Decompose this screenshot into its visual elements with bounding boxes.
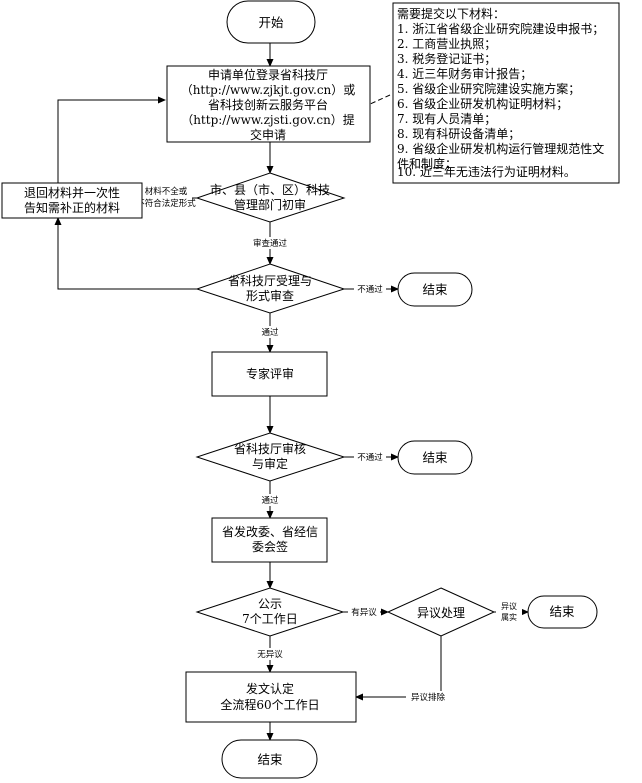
edge-accept-to-return — [54, 217, 197, 290]
joint-sign-line-1: 省发改委、省经信 — [222, 524, 318, 539]
edge-label-no-objection: 无异议 — [257, 650, 283, 660]
publicity-line-1: 公示 — [258, 597, 282, 611]
return-materials-node: 退回材料并一次性 告知需补正的材料 — [1, 182, 143, 219]
audit-line-2: 与审定 — [252, 456, 288, 471]
materials-item-9b: 件和制度； — [397, 156, 457, 171]
publicity-line-2: 7个工作日 — [242, 612, 298, 626]
joint-sign-node: 省发改委、省经信 委会签 — [211, 517, 328, 563]
start-node: 开始 — [226, 0, 316, 44]
local-review-line-1: 市、县（市、区）科技 — [210, 182, 330, 197]
edge-label-objection-true-line2: 属实 — [501, 612, 517, 622]
apply-line-1: 申请单位登录省科技厅 — [208, 67, 328, 82]
local-review-line-2: 管理部门初审 — [234, 197, 306, 212]
apply-line-2: （http://www.zjkjt.gov.cn）或 — [181, 83, 356, 97]
publicity-decision: 公示 7个工作日 — [195, 587, 345, 637]
end-label-3: 结束 — [549, 604, 575, 619]
accept-line-2: 形式审查 — [246, 288, 294, 303]
expert-review-label: 专家评审 — [246, 366, 294, 381]
return-line-2: 告知需补正的材料 — [24, 200, 120, 215]
edge-label-incomplete-line2: 不符合法定形式 — [136, 198, 196, 209]
end-node-1: 结束 — [397, 272, 473, 307]
edge-label-objection-cleared: 异议排除 — [411, 692, 446, 703]
materials-item-9a: 9. 省级企业研发机构运行管理规范性文 — [397, 141, 604, 156]
expert-review-node: 专家评审 — [211, 351, 328, 397]
apply-line-4: （http://www.zjsti.gov.cn）提 — [181, 112, 355, 127]
edge-label-incomplete-line1: 材料不全或 — [145, 186, 188, 197]
joint-sign-line-2: 委会签 — [252, 539, 288, 554]
return-line-1: 退回材料并一次性 — [24, 186, 120, 200]
edge-label-review-passed: 审查通过 — [253, 238, 288, 249]
edge-label-passed-2: 通过 — [261, 495, 279, 506]
materials-title: 需要提交以下材料： — [397, 6, 505, 21]
materials-note: 需要提交以下材料： 1. 浙江省省级企业研究院建设申报书； 2. 工商营业执照；… — [392, 2, 620, 184]
materials-item-7: 7. 现有人员清单； — [397, 112, 496, 126]
materials-item-4: 4. 近三年财务审计报告； — [397, 66, 532, 81]
apply-line-5: 交申请 — [250, 127, 286, 142]
apply-node: 申请单位登录省科技厅 （http://www.zjkjt.gov.cn）或 省科… — [166, 65, 371, 143]
edge-label-objection-true-line1: 异议 — [501, 602, 517, 611]
local-review-decision: 市、县（市、区）科技 管理部门初审 — [195, 172, 346, 223]
materials-item-3: 3. 税务登记证书； — [397, 51, 496, 66]
end-node-3: 结束 — [527, 595, 598, 629]
edge-label-passed-1: 通过 — [261, 327, 279, 338]
province-audit-decision: 省科技厅审核 与审定 — [195, 432, 346, 482]
materials-item-8: 8. 现有科研设备清单； — [397, 127, 520, 141]
end-node-2: 结束 — [397, 440, 473, 475]
materials-item-5: 5. 省级企业研究院建设实施方案； — [397, 81, 580, 96]
accept-line-1: 省科技厅受理与 — [228, 274, 312, 288]
materials-item-10: 10. 近三年无违法行为证明材料。 — [397, 165, 576, 179]
edge-return-to-apply — [57, 96, 166, 183]
final-node: 发文认定 全流程60个工作日 — [185, 671, 357, 723]
materials-item-2: 2. 工商营业执照； — [397, 36, 496, 51]
end-node-4: 结束 — [221, 739, 318, 779]
edge-objection-to-final — [355, 636, 442, 701]
materials-item-6: 6. 省级企业研发机构证明材料； — [397, 96, 568, 111]
end-label-2: 结束 — [422, 450, 448, 465]
end-label-1: 结束 — [422, 282, 448, 297]
materials-item-1: 1. 浙江省省级企业研究院建设申报书； — [397, 21, 604, 36]
final-line-2: 全流程60个工作日 — [220, 697, 319, 712]
start-label: 开始 — [258, 15, 284, 30]
end-label-4: 结束 — [257, 752, 283, 767]
edge-labels: 材料不全或 不符合法定形式 审查通过 不通过 通过 不通过 通过 有异议 异议 … — [136, 186, 522, 703]
objection-decision: 异议处理 — [386, 587, 496, 637]
edge-label-has-objection: 有异议 — [351, 607, 377, 618]
materials-callout-line — [367, 94, 391, 106]
audit-line-1: 省科技厅审核 — [234, 441, 306, 456]
apply-line-3: 省科技创新云服务平台 — [208, 97, 328, 112]
edge-label-not-passed-2: 不通过 — [357, 452, 383, 463]
province-accept-decision: 省科技厅受理与 形式审查 — [195, 263, 346, 314]
edge-label-not-passed-1: 不通过 — [357, 284, 383, 295]
final-line-1: 发文认定 — [246, 681, 294, 696]
objection-label: 异议处理 — [417, 606, 465, 620]
